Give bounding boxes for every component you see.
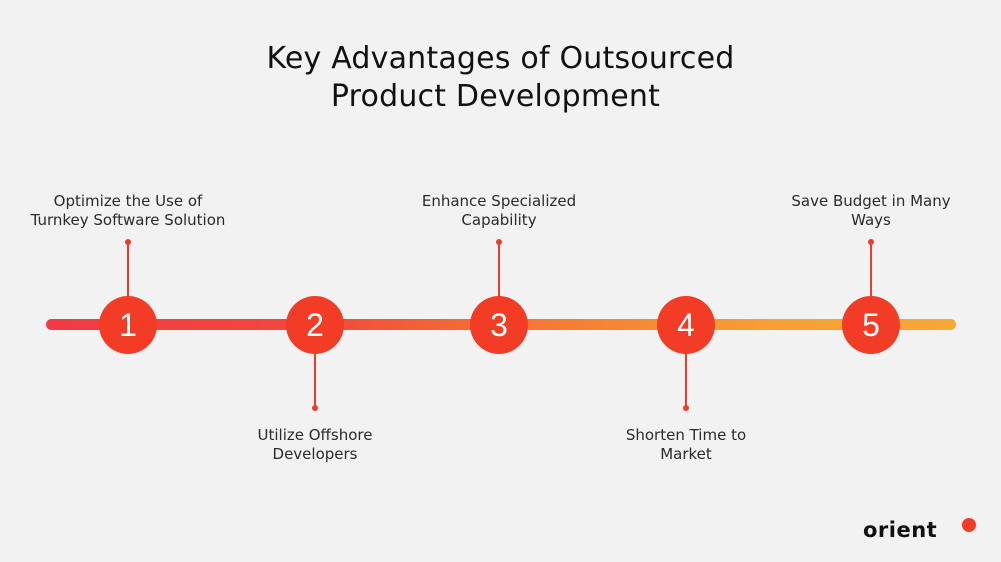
step-3-label: Enhance Specialized Capability (379, 192, 619, 230)
step-5-label-line-1: Save Budget in Many (791, 192, 951, 210)
step-2-connector-line (314, 352, 316, 408)
step-5-label-line-2: Ways (851, 211, 891, 229)
step-1-label-line-1: Optimize the Use of (53, 192, 203, 210)
page-title: Key Advantages of Outsourced Product Dev… (0, 40, 1001, 116)
step-2-label-line-1: Utilize Offshore (257, 426, 373, 444)
step-4-label-line-2: Market (660, 445, 712, 463)
step-1-label-line-2: Turnkey Software Solution (30, 211, 226, 229)
step-4-connector-dot (683, 405, 689, 411)
logo-dot-icon (962, 518, 976, 532)
step-2-node: 2 (286, 296, 344, 354)
step-2-label-line-2: Developers (272, 445, 358, 463)
step-4-label: Shorten Time to Market (566, 426, 806, 464)
step-1-node: 1 (99, 296, 157, 354)
step-1-connector-line (127, 242, 129, 298)
step-5-label: Save Budget in Many Ways (751, 192, 991, 230)
step-5-connector-line (870, 242, 872, 298)
step-5-node: 5 (842, 296, 900, 354)
orient-logo: orient (863, 518, 938, 542)
title-line-2: Product Development (330, 79, 661, 114)
title-line-1: Key Advantages of Outsourced (266, 41, 735, 76)
step-4-node: 4 (657, 296, 715, 354)
step-3-label-line-1: Enhance Specialized (421, 192, 577, 210)
step-4-label-line-1: Shorten Time to (625, 426, 747, 444)
step-3-label-line-2: Capability (461, 211, 537, 229)
step-4-connector-line (685, 352, 687, 408)
step-1-label: Optimize the Use of Turnkey Software Sol… (8, 192, 248, 230)
step-3-node: 3 (470, 296, 528, 354)
step-2-label: Utilize Offshore Developers (195, 426, 435, 464)
step-2-connector-dot (312, 405, 318, 411)
step-3-connector-line (498, 242, 500, 298)
